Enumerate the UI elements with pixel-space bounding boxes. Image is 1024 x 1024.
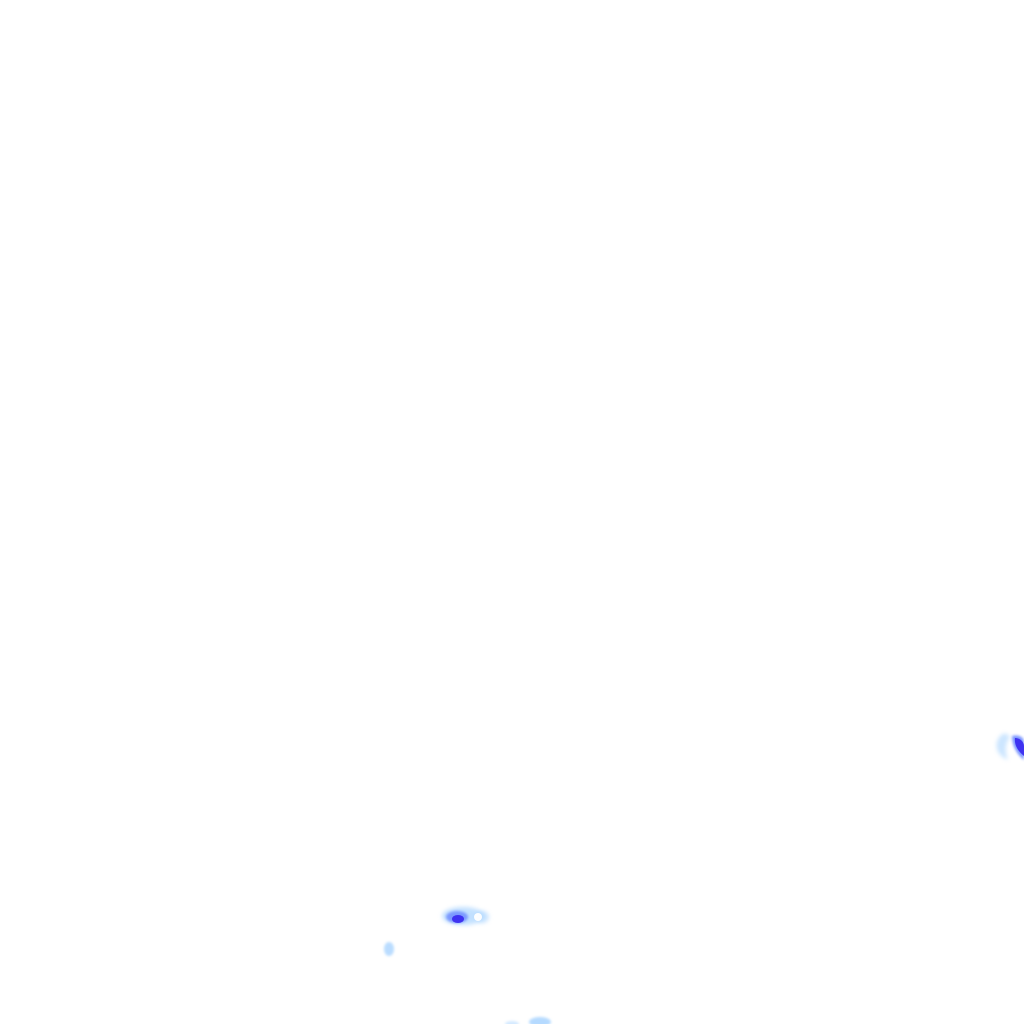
precip-echo-center-bottom: [442, 907, 489, 925]
precip-echo-right-edge: [996, 733, 1024, 760]
precip-echo-small-left: [384, 942, 394, 956]
precip-echo-bottom-edge: [505, 1017, 551, 1024]
